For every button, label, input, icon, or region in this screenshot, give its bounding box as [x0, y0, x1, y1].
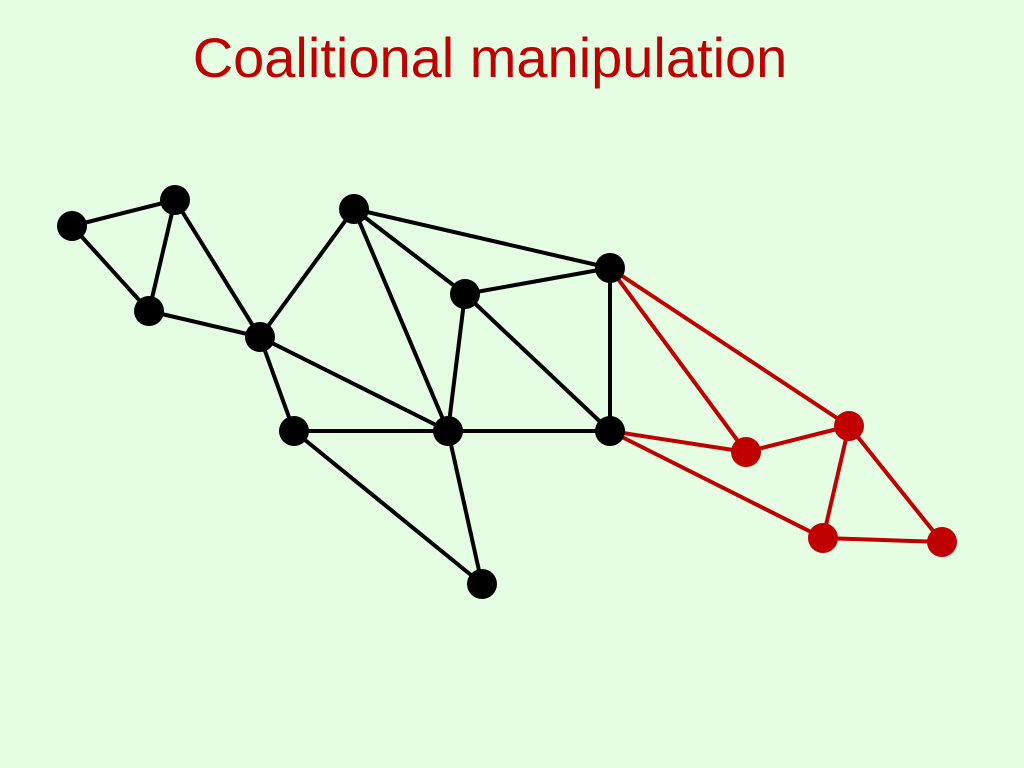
- node-n4: [245, 322, 275, 352]
- edge-n9-n7: [446, 292, 467, 433]
- edge-n1-n3: [70, 224, 151, 313]
- edge-n7-n8: [446, 429, 484, 586]
- edges-layer: [70, 198, 944, 586]
- coalition-node-n16: [927, 527, 957, 557]
- coalition-edge-n13-n14: [744, 424, 851, 454]
- node-n5: [279, 416, 309, 446]
- edge-n2-n4: [173, 198, 262, 339]
- edge-n1-n2: [70, 198, 177, 228]
- edge-n6-n9: [352, 207, 467, 296]
- node-n6: [339, 194, 369, 224]
- coalition-node-n15: [808, 523, 838, 553]
- coalition-edge-n11-n13: [608, 429, 748, 454]
- node-n7: [433, 416, 463, 446]
- edge-n6-n7: [352, 207, 450, 433]
- node-n10: [595, 253, 625, 283]
- coalition-edge-n15-n16: [821, 536, 944, 544]
- coalition-edge-n10-n14: [608, 266, 851, 428]
- coalition-edge-n14-n15: [821, 424, 851, 540]
- edge-n9-n10: [463, 266, 612, 296]
- edge-n4-n7: [258, 335, 450, 433]
- node-n2: [160, 185, 190, 215]
- edge-n3-n4: [147, 309, 262, 339]
- node-n3: [134, 296, 164, 326]
- coalition-edge-n10-n13: [608, 266, 748, 454]
- node-n11: [595, 416, 625, 446]
- edge-n5-n8: [292, 429, 484, 586]
- edge-n9-n11: [463, 292, 612, 433]
- edge-n4-n5: [258, 335, 296, 433]
- node-n9: [450, 279, 480, 309]
- node-n1: [57, 211, 87, 241]
- node-n8: [467, 569, 497, 599]
- coalition-edge-n11-n15: [608, 429, 825, 540]
- slide-title: Coalitional manipulation: [192, 26, 788, 89]
- edge-n4-n6: [258, 207, 356, 339]
- coalition-edge-n14-n16: [847, 424, 944, 544]
- nodes-layer: [57, 185, 957, 599]
- edge-n6-n10: [352, 207, 612, 270]
- coalition-node-n14: [834, 411, 864, 441]
- edge-n2-n3: [147, 198, 177, 313]
- coalition-node-n13: [731, 437, 761, 467]
